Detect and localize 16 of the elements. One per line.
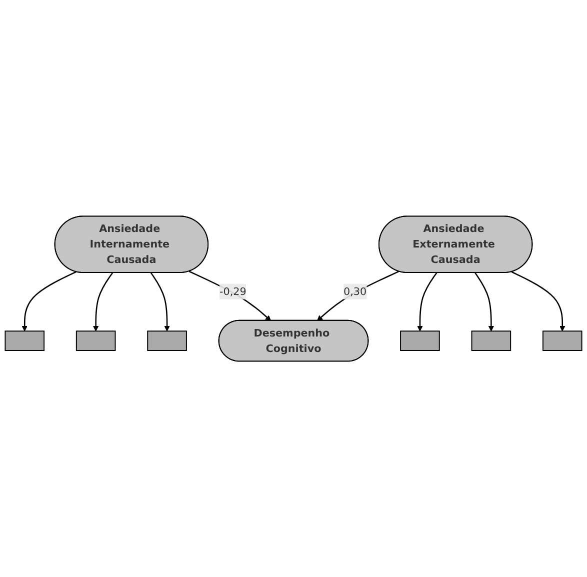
- node-box: [400, 330, 440, 351]
- arrow: [92, 272, 114, 332]
- arrow: [150, 272, 170, 332]
- node-box: [471, 330, 512, 351]
- node-box: [4, 330, 45, 351]
- arrow: [417, 272, 438, 332]
- arrow: [188, 270, 272, 321]
- node-box: [542, 330, 582, 351]
- arrow: [317, 270, 400, 321]
- edge-label: 0,30: [344, 284, 367, 298]
- node-box: [147, 330, 187, 351]
- arrow: [474, 272, 494, 332]
- arrow: [22, 271, 76, 332]
- arrow: [511, 271, 566, 332]
- edge-label: -0,29: [220, 284, 246, 298]
- node-box: [76, 330, 116, 351]
